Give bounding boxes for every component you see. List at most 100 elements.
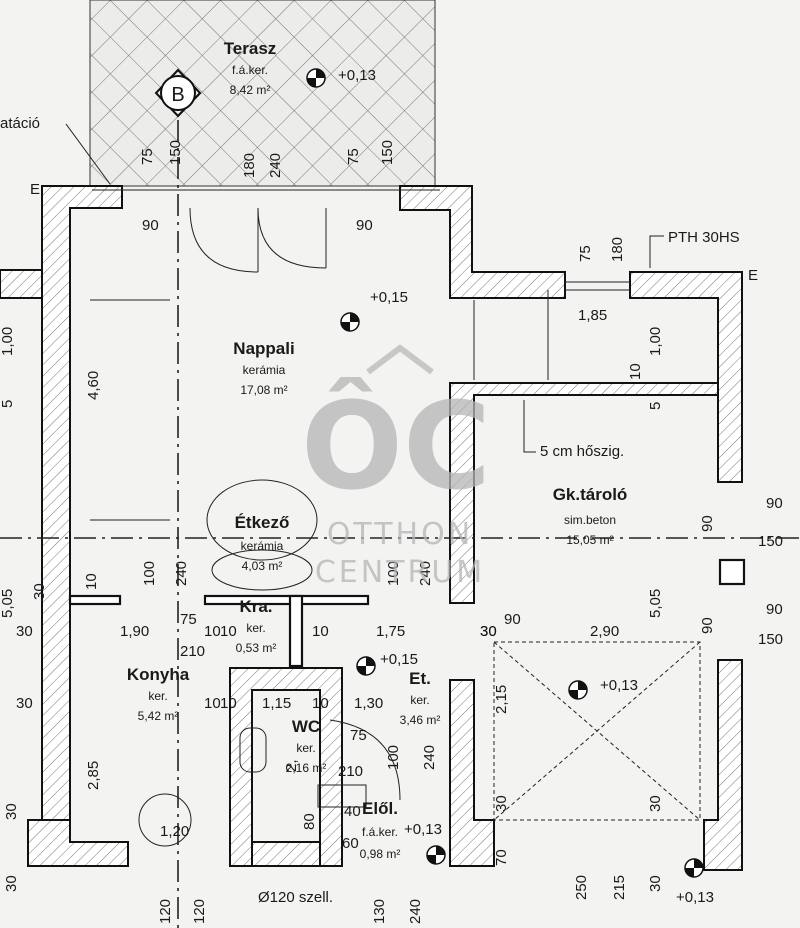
room-wc-name: WC [292, 717, 320, 736]
level-etkezo: +0,15 [380, 651, 418, 668]
room-konyha-floor: ker. [148, 689, 167, 703]
label-dims_top-5: 150 [379, 140, 396, 165]
label-watermark-line2: CENTRUM [315, 555, 485, 590]
label-dims_v-24: 250 [573, 875, 590, 900]
room-et-area: 3,46 m² [400, 713, 441, 727]
label-dims_v-14: 2,15 [493, 685, 510, 714]
label-dims_h-10: 2,90 [590, 623, 619, 640]
label-dims_v-35: 30 [31, 583, 48, 600]
label-dims_v-33: 90 [699, 515, 716, 532]
room-nappali-area: 17,08 m² [240, 383, 287, 397]
room-etkezo-name: Étkező [235, 513, 290, 532]
label-dims_h-8: 30 [480, 623, 497, 640]
room-wc-area: 2,16 m² [286, 761, 327, 775]
label-dims_h-29: 210 [338, 763, 363, 780]
label-dims_v-31: 75 [577, 245, 594, 262]
label-dims_v-4: 10 [627, 363, 644, 380]
label-dims_top-2: 180 [241, 153, 258, 178]
room-wc-floor: ker. [296, 741, 315, 755]
note-izolacio: atáció [0, 115, 40, 132]
label-dims_v-28: 120 [191, 899, 208, 924]
room-elol-area: 0,98 m² [360, 847, 401, 861]
room-konyha-area: 5,42 m² [138, 709, 179, 723]
label-dims_h-26: 10 [220, 623, 237, 640]
label-dims_h-17: 1,20 [160, 823, 189, 840]
label-watermark-line1: OTTHON [327, 517, 473, 552]
label-dims_h-0: 90 [142, 217, 159, 234]
label-dims_v-2: 5 [0, 400, 16, 408]
label-dims_h-19: 30 [16, 695, 33, 712]
room-et-floor: ker. [410, 693, 429, 707]
label-dims_h-3: 1,90 [120, 623, 149, 640]
room-gktarolo-area: 15,05 m² [566, 533, 613, 547]
room-nappali-floor: kerámia [243, 363, 286, 377]
level-symbol-icon [568, 680, 588, 700]
label-dims_v-34: 90 [699, 617, 716, 634]
label-dims_h-27: 10 [220, 695, 237, 712]
label-dims_v-12: 5,05 [647, 589, 664, 618]
drawing-lines [90, 207, 701, 847]
label-dims_h-28: 30 [480, 623, 497, 640]
label-dims_v-1: 1,00 [0, 327, 16, 356]
level-markers: +0,13 +0,15 +0,15 +0,13 +0,13 +0,13 [306, 67, 714, 906]
level-nappali: +0,15 [370, 289, 408, 306]
label-dims_h-12: 10 [204, 695, 221, 712]
level-symbol-icon [426, 845, 446, 865]
room-et-name: Et. [409, 669, 431, 688]
label-dims_h-18: 30 [16, 623, 33, 640]
annotations: atáció PTH 30HS 5 cm hőszig. Ø120 szell.… [0, 115, 758, 906]
label-dims_v-30: 240 [407, 899, 424, 924]
room-nappali-name: Nappali [233, 339, 294, 358]
label-dims_h-22: 90 [766, 601, 783, 618]
note-pth: PTH 30HS [668, 229, 740, 246]
label-dims_h-7: 1,75 [376, 623, 405, 640]
label-dims_h-21: 150 [758, 533, 783, 550]
label-dims_v-21: 30 [647, 795, 664, 812]
label-dims_h-9: 90 [504, 611, 521, 628]
terrace-area [89, 0, 436, 187]
room-labels: Terasz f.á.ker. 8,42 m² Nappali kerámia … [127, 39, 627, 861]
label-dims_top-4: 75 [345, 148, 362, 165]
svg-text:ÔC: ÔC [301, 377, 491, 517]
room-terasz-floor: f.á.ker. [232, 63, 268, 77]
label-dims_h-4: 75 [180, 611, 197, 628]
room-konyha-name: Konyha [127, 665, 190, 684]
label-dims_v-6: 100 [141, 561, 158, 586]
label-dims_v-29: 130 [371, 899, 388, 924]
otthon-centrum-watermark: ÔC OTTHON CENTRUM [301, 344, 491, 590]
level-symbol-icon [684, 858, 704, 878]
section-marker-b: B [154, 68, 202, 118]
label-dims_v-13: 2,85 [85, 761, 102, 790]
label-dims_v-5: 5 [647, 402, 664, 410]
label-dims_v-27: 120 [157, 899, 174, 924]
level-symbol-icon [306, 68, 326, 88]
room-kra-name: Kra. [239, 597, 272, 616]
label-dims_v-19: 30 [3, 803, 20, 820]
label-dims_h-2: 1,85 [578, 307, 607, 324]
label-dims_v-11: 10 [83, 573, 100, 590]
label-dims_h-24: 40 [344, 803, 361, 820]
level-symbol-icon [356, 656, 376, 676]
note-hoszig: 5 cm hőszig. [540, 443, 624, 460]
note-e1: E [30, 181, 40, 198]
label-dims_h-25: 60 [342, 835, 359, 852]
room-elol-name: Elől. [362, 799, 398, 818]
note-e2: E [748, 267, 758, 284]
level-elol: +0,13 [404, 821, 442, 838]
room-terasz-area: 8,42 m² [230, 83, 271, 97]
label-dims_h-6: 10 [312, 623, 329, 640]
label-dims_v-18: 80 [301, 813, 318, 830]
label-dims_h-20: 90 [766, 495, 783, 512]
dims-top: 75 150 180 240 75 150 [92, 140, 440, 191]
label-dims_h-16: 75 [350, 727, 367, 744]
label-dims_v-26: 30 [647, 875, 664, 892]
room-kra-floor: ker. [246, 621, 265, 635]
level-garage: +0,13 [600, 677, 638, 694]
label-dims_v-3: 1,00 [647, 327, 664, 356]
label-dims_h-14: 10 [312, 695, 329, 712]
label-dims_v-7: 240 [173, 561, 190, 586]
label-dims_v-23: 70 [493, 849, 510, 866]
room-kra-area: 0,53 m² [236, 641, 277, 655]
label-dims_v-15: 240 [421, 745, 438, 770]
